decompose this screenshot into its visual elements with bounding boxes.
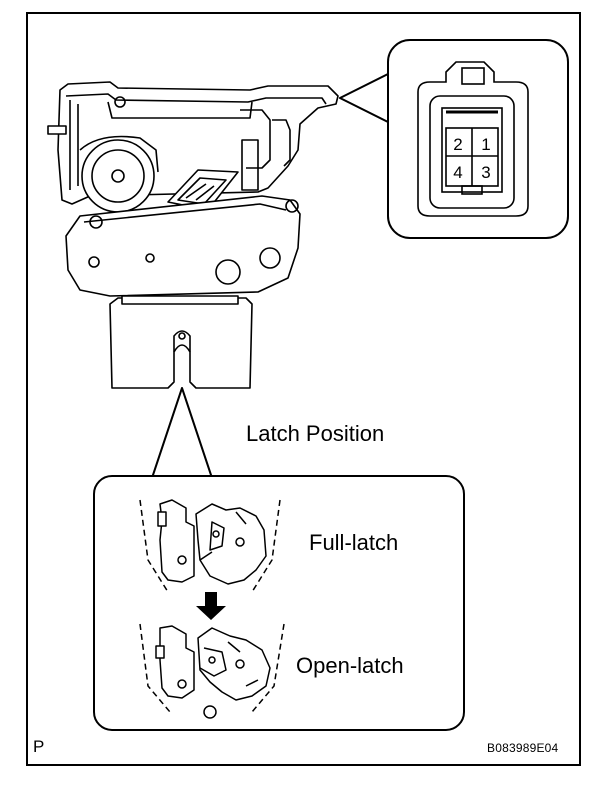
latch-position-title: Latch Position [246, 421, 385, 446]
latch-full-icon [139, 499, 281, 593]
connector-icon [417, 61, 529, 217]
figure-border [26, 12, 581, 766]
corner-mark: P [33, 737, 45, 756]
latch-open-icon [139, 623, 285, 719]
down-arrow-icon [196, 592, 226, 620]
terminal-3: 3 [481, 163, 490, 182]
full-latch-label: Full-latch [309, 530, 399, 555]
terminal-1: 1 [481, 135, 490, 154]
open-latch-label: Open-latch [296, 653, 404, 678]
figure-code: B083989E04 [487, 741, 559, 755]
connector-terminal-labels: 2 1 4 3 [453, 135, 490, 182]
door-lock-assembly-icon [47, 81, 339, 389]
terminal-4: 4 [453, 163, 462, 182]
terminal-2: 2 [453, 135, 462, 154]
